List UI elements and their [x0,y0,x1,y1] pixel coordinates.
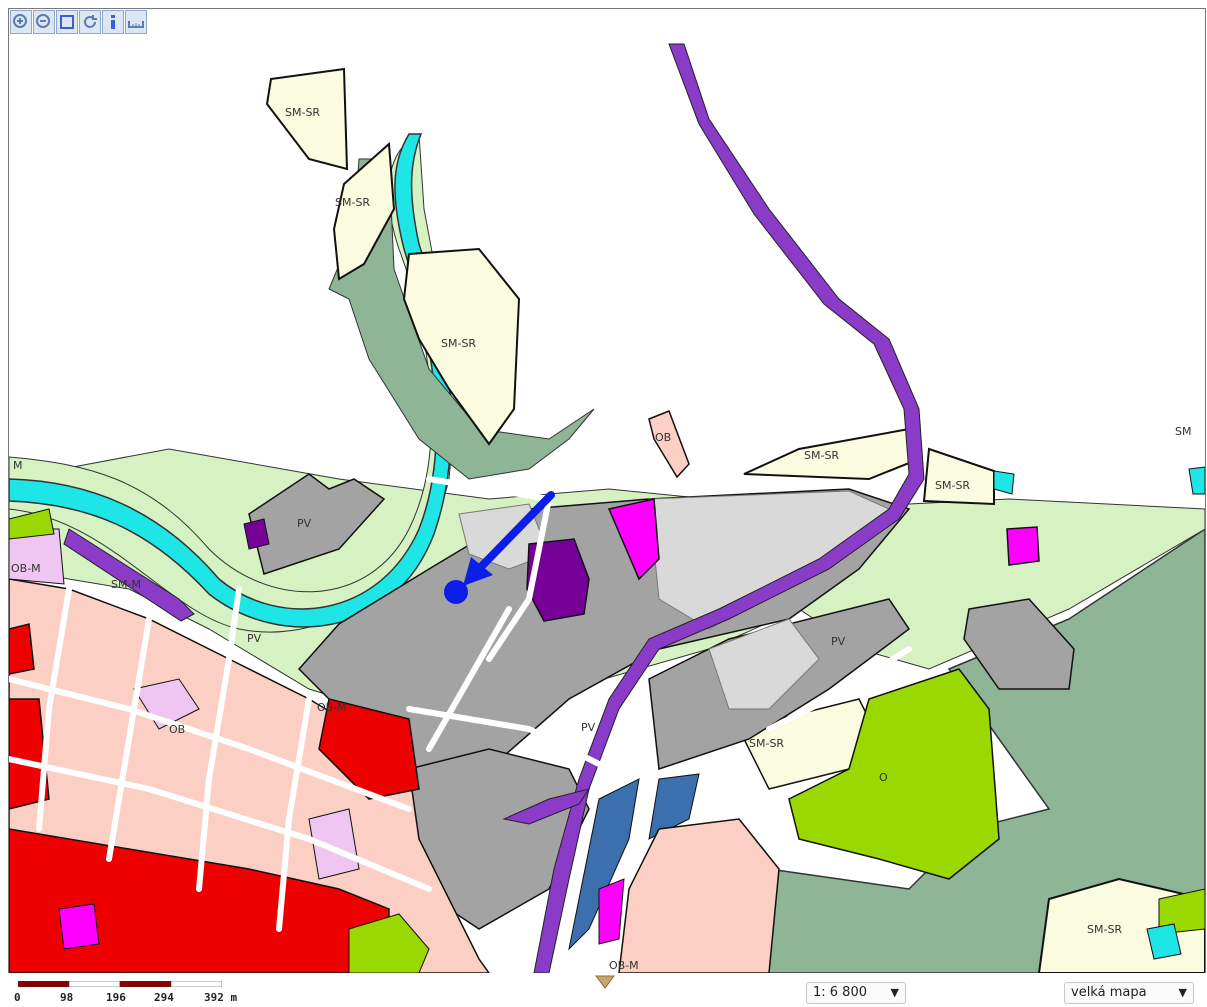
measure-icon [128,21,144,28]
magenta-block [58,903,100,950]
railway-west [63,528,195,622]
zoom-box-icon [60,15,74,29]
scale-tick-label: 392 m [204,991,238,1004]
magenta-block [607,498,660,581]
zone-label: PV [581,721,596,734]
lime-area [788,668,1000,880]
river [9,133,452,628]
zoom-box-button[interactable] [56,10,78,34]
map-toolbar [10,10,147,34]
ob-area [618,818,780,973]
pond [993,470,1015,495]
scale-tick-label: 294 [154,991,174,1004]
zone-label: OB [655,431,671,444]
zone-label: SM-M [111,578,141,591]
zoning-map[interactable]: SM-SR SM-SR SM-SR OB SM-SR SM-SR SM M PV… [9,9,1205,973]
lime-area [348,913,430,973]
zone-label: SM-SR [335,196,370,209]
zone-label: OB-M [609,959,639,972]
railway-branch [502,788,591,825]
city-center [9,828,390,973]
zone-label: O [879,771,888,784]
industrial-pv [248,473,386,575]
dropdown-caret-icon: ▼ [1178,986,1187,999]
pond [1146,923,1182,960]
hatched-area [708,618,820,710]
zone-label: PV [831,635,846,648]
magenta-block [598,878,625,945]
pond [1188,466,1205,495]
measure-button[interactable] [125,10,147,34]
dropdown-caret-icon: ▼ [890,986,899,999]
chevron-down-icon[interactable] [594,974,616,990]
refresh-button[interactable] [79,10,101,34]
info-button[interactable] [102,10,124,34]
scale-tick-label: 98 [60,991,74,1004]
zone-label: M [13,459,23,472]
scale-bar [18,981,222,987]
zone-label: PV [297,517,312,530]
zone-label: SM-SR [935,479,970,492]
zoom-in-icon [13,14,27,28]
zone-label: SM-SR [441,337,476,350]
map-scale-value: 1: 6 800 [813,985,867,1000]
location-marker[interactable] [444,580,468,604]
sm-sr-area [922,447,995,506]
zone-label: OB-M [317,701,347,714]
pond [568,778,640,951]
railway [533,43,925,973]
zone-label: PV [247,632,262,645]
sm-sr-area [402,247,521,446]
zone-label: OB-M [11,562,41,575]
status-bar: 0 98 196 294 392 m 1: 6 800 ▼ velká mapa… [0,973,1207,1007]
map-viewport[interactable]: SM-SR SM-SR SM-SR OB SM-SR SM-SR SM M PV… [8,8,1206,974]
scale-tick-label: 0 [14,991,21,1004]
zone-label: SM-SR [749,737,784,750]
industrial-pv [963,598,1075,690]
zoom-out-button[interactable] [33,10,55,34]
city-center [9,698,50,810]
zone-label: SM-SR [1087,923,1122,936]
purple-block [243,518,270,550]
refresh-icon [84,15,97,28]
lilac-area [308,808,360,880]
zone-label: SM-SR [804,449,839,462]
scale-tick-label: 196 [106,991,126,1004]
info-icon [111,15,115,29]
magenta-block [1006,526,1040,566]
sm-sr-area [332,141,396,281]
location-pointer-icon [463,491,555,586]
zone-label: OB [169,723,185,736]
streets [9,476,912,932]
zoom-out-icon [36,14,50,28]
ob-area [648,410,690,479]
city-center [9,623,35,675]
sm-sr-area [265,67,349,171]
pond [648,773,700,840]
zone-label: SM-SR [285,106,320,119]
map-size-value: velká mapa [1071,985,1147,1000]
map-size-select[interactable]: velká mapa ▼ [1064,982,1194,1004]
purple-block [526,538,590,622]
city-center [318,698,420,800]
map-scale-select[interactable]: 1: 6 800 ▼ [806,982,906,1004]
zoom-in-button[interactable] [10,10,32,34]
lime-area [1158,888,1205,935]
lime-area [9,508,55,540]
zone-label: SM [1175,425,1191,438]
